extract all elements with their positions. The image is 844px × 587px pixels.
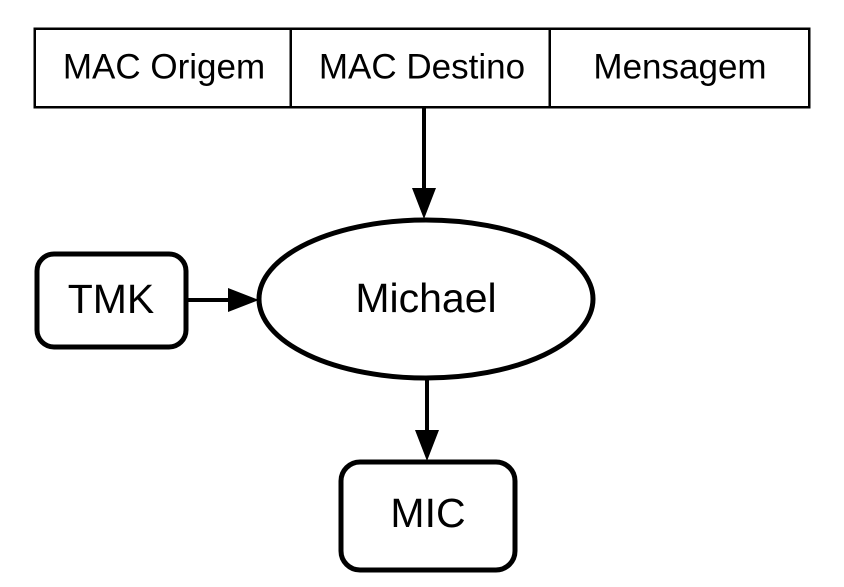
edge-michael-to-mic xyxy=(415,378,439,461)
table-cell-mensagem-bg xyxy=(551,30,808,106)
table-cell-mac-origem[interactable]: MAC Origem xyxy=(36,30,292,106)
edge-destino-to-michael xyxy=(412,108,436,219)
node-michael-label: Michael xyxy=(355,275,496,321)
node-tmk-shape xyxy=(34,251,189,350)
edge-destino-to-michael-arrowhead xyxy=(412,188,436,219)
edge-michael-to-mic-arrowhead xyxy=(415,430,439,461)
table-cell-mensagem-label: Mensagem xyxy=(593,47,766,86)
node-tmk[interactable]: TMK xyxy=(34,251,189,350)
node-tmk-label: TMK xyxy=(68,276,155,322)
node-mic-shape xyxy=(338,459,518,573)
mac-frame-table: MAC Origem MAC Destino Mensagem xyxy=(33,27,811,109)
table-cell-mac-destino-bg xyxy=(292,30,551,106)
table-cell-mac-destino-label: MAC Destino xyxy=(319,47,525,86)
table-cell-mac-destino[interactable]: MAC Destino xyxy=(292,30,551,106)
edge-tmk-to-michael xyxy=(187,288,259,312)
table-cell-mensagem[interactable]: Mensagem xyxy=(551,30,808,106)
node-mic[interactable]: MIC xyxy=(338,459,518,573)
node-michael[interactable]: Michael xyxy=(256,217,596,381)
table-cell-mac-origem-bg xyxy=(36,30,292,106)
edge-tmk-to-michael-arrowhead xyxy=(228,288,259,312)
node-mic-label: MIC xyxy=(390,490,465,536)
table-cell-mac-origem-label: MAC Origem xyxy=(63,47,265,86)
